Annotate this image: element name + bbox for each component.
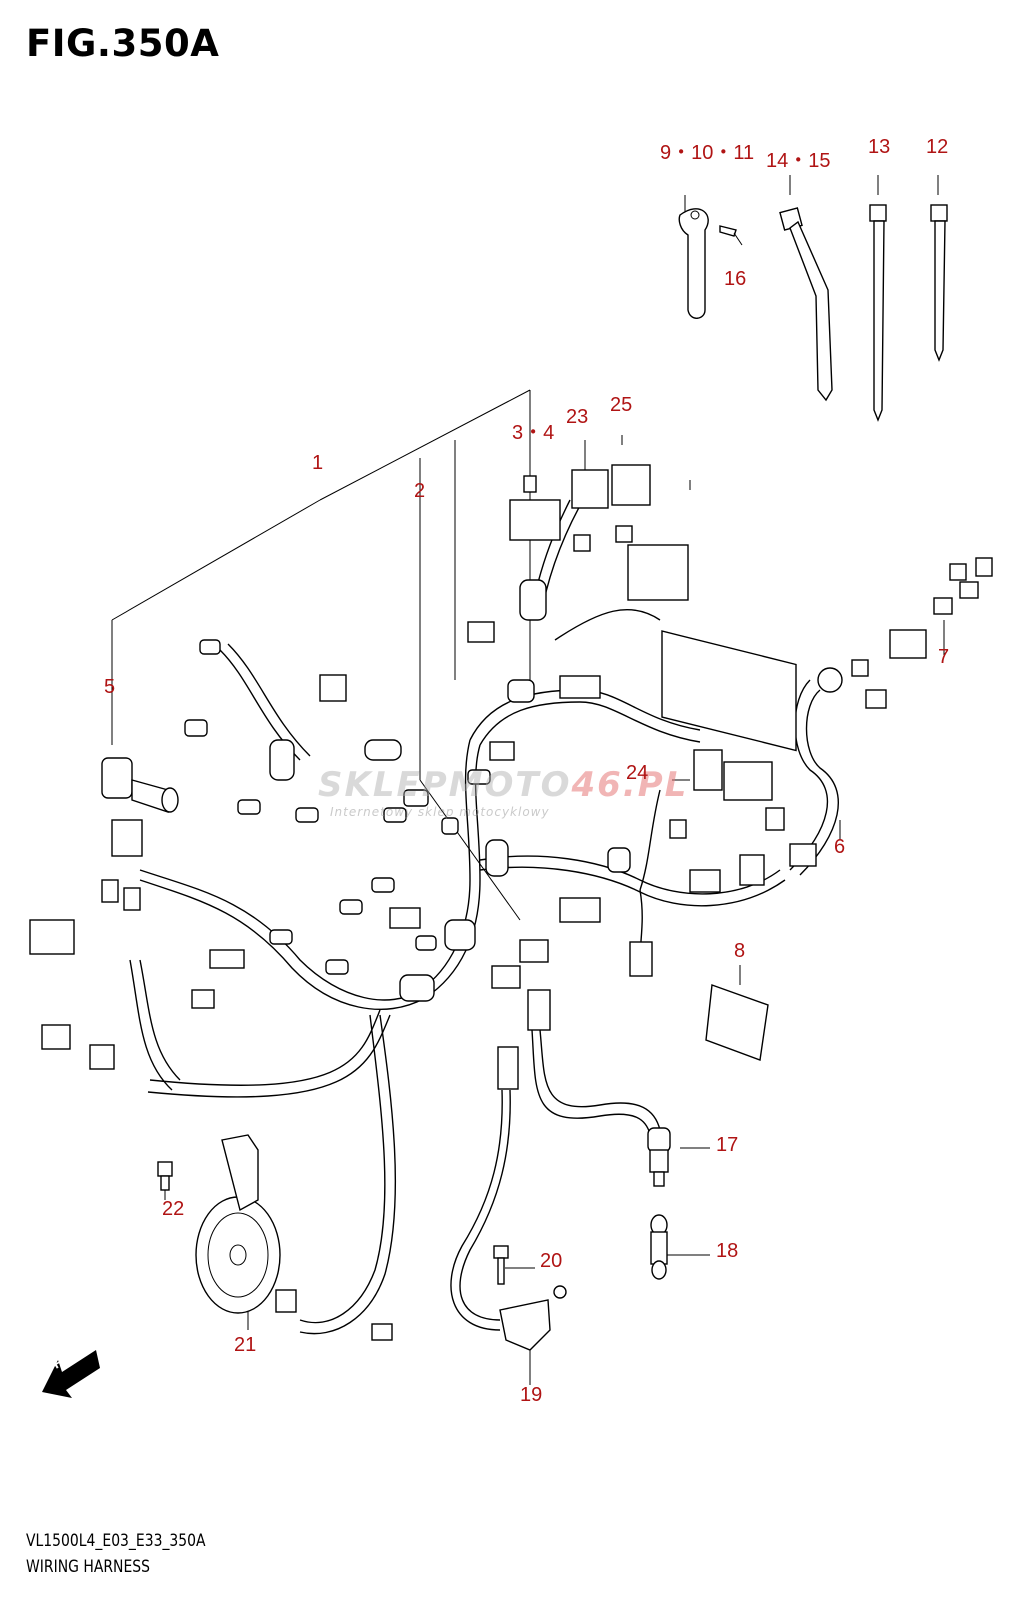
part-21-22-horn-bolt	[157, 1134, 393, 1341]
part-5-grommet	[101, 757, 179, 813]
connectors	[29, 464, 993, 1090]
callout-9-10-11: 9・10・11	[660, 142, 755, 164]
harness-bands	[269, 579, 631, 1002]
part-17-18-switch-spring	[531, 1029, 671, 1280]
callout-1: 1	[312, 452, 324, 474]
callout-6: 6	[834, 836, 846, 858]
callout-16: 16	[724, 268, 747, 290]
main-harness	[129, 499, 839, 1335]
parts-clamp-and-screw	[678, 208, 743, 319]
figure-name: WIRING HARNESS	[26, 1557, 150, 1577]
callout-5: 5	[104, 676, 116, 698]
fwd-arrow-icon	[42, 1350, 100, 1398]
callout-7: 7	[938, 646, 950, 668]
figure-code: VL1500L4_E03_E33_350A	[26, 1531, 206, 1551]
callout-14-15: 14・15	[766, 150, 831, 172]
callout-23: 23	[566, 406, 589, 428]
parts-cable-ties	[779, 204, 948, 422]
part-19-20-sensor-bolt	[450, 1089, 567, 1351]
callout-12: 12	[926, 136, 949, 158]
callout-19: 19	[520, 1384, 543, 1406]
part-8-label	[705, 984, 769, 1061]
leader-lines	[111, 175, 945, 1385]
callout-3-4: 3・4	[512, 422, 555, 444]
callout-2: 2	[414, 480, 426, 502]
figure-title: FIG.350A	[26, 22, 220, 65]
watermark: SKLEPMOTO46.PL	[318, 765, 689, 805]
callout-20: 20	[540, 1250, 563, 1272]
callout-13: 13	[868, 136, 891, 158]
callout-17: 17	[716, 1134, 739, 1156]
callout-8: 8	[734, 940, 746, 962]
callout-25: 25	[610, 394, 633, 416]
callout-21: 21	[234, 1334, 257, 1356]
watermark-subtitle: Internetowy sklep motocyklowy	[330, 805, 550, 819]
callout-22: 22	[162, 1198, 185, 1220]
callout-18: 18	[716, 1240, 739, 1262]
callout-24: 24	[626, 762, 649, 784]
